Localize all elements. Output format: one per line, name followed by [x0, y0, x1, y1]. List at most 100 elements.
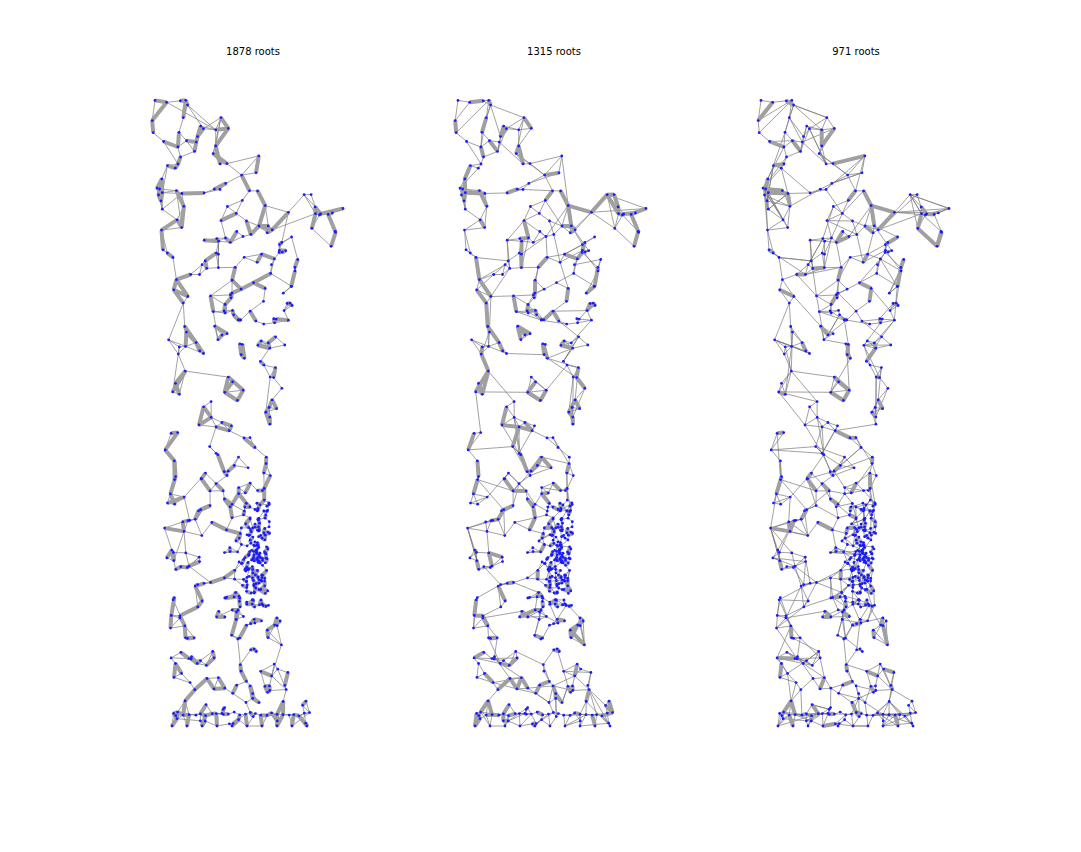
graph-vertex — [256, 502, 259, 505]
thick-edge — [242, 175, 250, 191]
thick-edge — [205, 253, 216, 261]
graph-vertex — [235, 684, 238, 687]
graph-vertex — [239, 606, 242, 609]
graph-vertex — [291, 725, 294, 728]
thick-edge — [262, 254, 275, 259]
graph-vertex — [178, 131, 181, 134]
graph-vertex — [238, 342, 241, 345]
thin-edge — [514, 583, 539, 593]
thick-edge — [211, 578, 225, 583]
thick-edge — [331, 232, 336, 246]
graph-vertex — [201, 263, 204, 266]
thin-edge — [458, 100, 470, 102]
thick-edge — [264, 464, 266, 474]
thick-edge — [183, 100, 186, 117]
graph-vertex — [241, 343, 244, 346]
graph-vertex — [283, 309, 286, 312]
graph-vertex — [276, 668, 279, 671]
graph-vertex — [260, 340, 263, 343]
thin-edge — [470, 164, 481, 166]
thin-edge — [456, 133, 466, 142]
graph-vertex — [254, 574, 257, 577]
graph-vertex — [185, 139, 188, 142]
graph-vertex — [269, 423, 272, 426]
graph-vertex — [262, 300, 265, 303]
graph-vertex — [264, 514, 267, 517]
graph-vertex — [251, 598, 254, 601]
graph-vertex — [163, 527, 166, 530]
graph-vertex — [210, 416, 213, 419]
thin-edge — [547, 257, 560, 262]
thick-edge — [261, 671, 272, 676]
thin-edge — [554, 235, 560, 263]
graph-vertex — [172, 288, 175, 291]
graph-vertex — [264, 411, 267, 414]
graph-vertex — [182, 302, 185, 305]
thick-edge — [218, 455, 224, 472]
graph-vertex — [214, 128, 217, 131]
graph-vertex — [196, 662, 199, 665]
graph-vertex — [261, 489, 264, 492]
graph-vertex — [262, 323, 265, 326]
graph-vertex — [249, 539, 252, 542]
graph-vertex — [223, 551, 226, 554]
graph-vertex — [186, 104, 189, 107]
thin-edge — [468, 450, 477, 461]
graph-vertex — [285, 688, 288, 691]
graph-vertex — [252, 572, 255, 575]
thin-edge — [264, 288, 266, 301]
graph-vertex — [242, 235, 245, 238]
thin-edge — [547, 358, 578, 367]
graph-vertex — [266, 691, 269, 694]
graph-vertex — [187, 295, 190, 298]
graph-vertex — [179, 614, 182, 617]
thin-edge — [550, 221, 554, 235]
graph-vertex — [261, 564, 264, 567]
graph-vertex — [221, 421, 224, 424]
graph-vertex — [227, 713, 230, 716]
graph-vertex — [157, 194, 160, 197]
graph-vertex — [172, 559, 175, 562]
thin-edge — [216, 476, 227, 484]
graph-vertex — [282, 713, 285, 716]
graph-vertex — [254, 526, 257, 529]
graph-vertex — [246, 544, 249, 547]
graph-vertex — [253, 544, 256, 547]
graph-vertex — [246, 725, 249, 728]
graph-vertex — [269, 376, 272, 379]
graph-vertex — [173, 460, 176, 463]
graph-vertex — [256, 489, 259, 492]
graph-vertex — [213, 657, 216, 660]
graph-vertex — [259, 670, 262, 673]
thin-edge — [240, 650, 250, 665]
thin-edge — [270, 690, 286, 691]
graph-vertex — [253, 585, 256, 588]
graph-vertex — [241, 584, 244, 587]
thin-edge — [471, 494, 474, 503]
graph-vertex — [273, 258, 276, 261]
graph-vertex — [253, 553, 256, 556]
graph-vertex — [231, 692, 234, 695]
graph-vertex — [216, 725, 219, 728]
graph-vertex — [287, 211, 290, 214]
thin-edge — [271, 273, 292, 286]
graph-vertex — [298, 714, 301, 717]
graph-vertex — [257, 526, 260, 529]
graph-vertex — [175, 189, 178, 192]
graph-vertex — [249, 528, 252, 531]
graph-vertex — [198, 560, 201, 563]
graph-vertex — [235, 618, 238, 621]
graph-vertex — [212, 310, 215, 313]
graph-vertex — [219, 188, 222, 191]
thin-edge — [179, 118, 183, 133]
graph-vertex — [227, 127, 230, 130]
graph-vertex — [189, 681, 192, 684]
thin-edge — [260, 348, 269, 361]
graph-vertex — [245, 601, 248, 604]
graph-vertex — [282, 292, 285, 295]
graph-vertex — [305, 700, 308, 703]
graph-vertex — [217, 610, 220, 613]
thin-edge — [573, 690, 589, 691]
thick-edge — [254, 273, 271, 282]
